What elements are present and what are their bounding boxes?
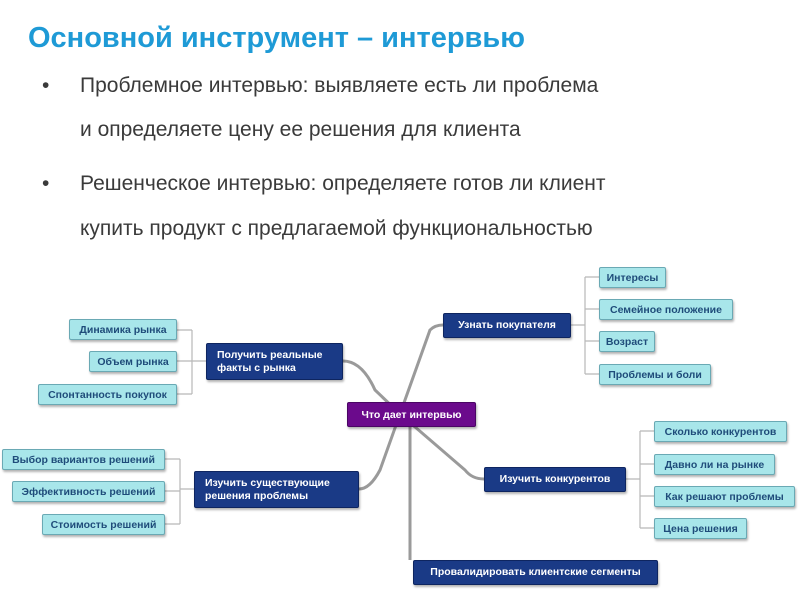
- leaf-solution-cost: Стоимость решений: [42, 514, 165, 535]
- leaf-market-tenure: Давно ли на рынке: [654, 454, 775, 475]
- bullet-1-line-2: и определяете цену ее решения для клиент…: [80, 118, 521, 141]
- leaf-market-volume: Объем рынка: [89, 351, 177, 372]
- leaf-solution-efficiency: Эффективность решений: [12, 481, 165, 502]
- bullet-1-line-1: Проблемное интервью: выявляете есть ли п…: [80, 74, 599, 97]
- bullet-icon: •: [42, 172, 50, 195]
- leaf-age: Возраст: [599, 331, 655, 352]
- leaf-spontaneous-purchases: Спонтанность покупок: [38, 384, 177, 405]
- branch-buyer: Узнать покупателя: [443, 313, 571, 338]
- leaf-interests: Интересы: [599, 267, 666, 288]
- leaf-solution-choice: Выбор вариантов решений: [2, 449, 165, 470]
- leaf-solution-price: Цена решения: [654, 518, 747, 539]
- branch-validate: Провалидировать клиентские сегменты: [413, 560, 658, 585]
- leaf-how-solve: Как решают проблемы: [654, 486, 795, 507]
- center-node: Что дает интервью: [347, 402, 476, 427]
- branch-facts: Получить реальные факты с рынка: [206, 343, 343, 380]
- leaf-market-dynamics: Динамика рынка: [69, 319, 177, 340]
- bullet-2-line-2: купить продукт с предлагаемой функционал…: [80, 217, 593, 240]
- leaf-problems-pains: Проблемы и боли: [599, 364, 711, 385]
- bullet-icon: •: [42, 74, 50, 97]
- branch-competitors: Изучить конкурентов: [484, 467, 626, 492]
- bullet-2-line-1: Решенческое интервью: определяете готов …: [80, 172, 606, 195]
- slide-title: Основной инструмент – интервью: [28, 22, 525, 54]
- branch-solutions: Изучить существующие решения проблемы: [194, 471, 359, 508]
- leaf-competitor-count: Сколько конкурентов: [654, 421, 787, 442]
- leaf-family-status: Семейное положение: [599, 299, 733, 320]
